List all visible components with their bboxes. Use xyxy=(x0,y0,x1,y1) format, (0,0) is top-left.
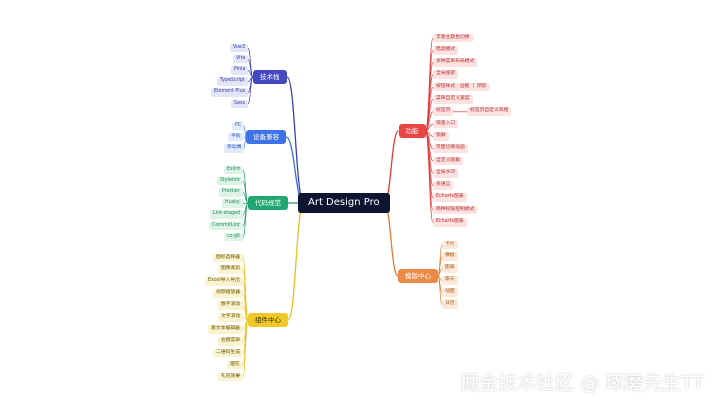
link-leaf-feature xyxy=(425,130,434,223)
leaf-tech[interactable]: Pinia xyxy=(231,65,249,75)
branch-node-lint[interactable]: 代码规范 xyxy=(248,195,288,210)
leaf-comp[interactable]: 右键菜单 xyxy=(218,336,244,346)
leaf-template[interactable]: 卡片 xyxy=(442,240,458,250)
leaf-template[interactable]: 日历 xyxy=(442,300,458,309)
leaf-template[interactable]: 聊天 xyxy=(442,276,458,285)
watermark: 掘金技术社区 @ 琢磨先生TT xyxy=(460,372,704,394)
leaf-comp[interactable]: 文字滚动 xyxy=(218,313,244,322)
leaf-feature[interactable]: 全局搜索 xyxy=(433,70,459,80)
leaf-feature[interactable]: 快速入口 xyxy=(433,119,459,129)
leaf-lint[interactable]: Prettier xyxy=(219,187,243,197)
leaf-template[interactable]: 地图 xyxy=(442,288,458,297)
link-leaf-tech xyxy=(247,76,254,105)
branch-node-tech[interactable]: 技术栈 xyxy=(253,69,287,84)
leaf-feature[interactable]: 标签页 xyxy=(433,107,454,117)
leaf-comp[interactable]: 数字滚动 xyxy=(218,301,244,310)
link-leaf-comp xyxy=(242,319,249,378)
branch-node-device[interactable]: 设备兼容 xyxy=(246,129,286,144)
leaf-lint[interactable]: Stylelint xyxy=(217,176,243,186)
leaf-feature[interactable]: Echarts图表 xyxy=(433,193,467,203)
leaf-feature[interactable]: 自定义圆角 xyxy=(433,156,463,166)
branch-node-comp[interactable]: 组件中心 xyxy=(248,312,288,327)
leaf-lint[interactable]: cz-git xyxy=(224,232,244,242)
link-leaf-template xyxy=(437,275,443,305)
link-leaf-device xyxy=(243,136,247,149)
leaf-comp[interactable]: Excel导入导出 xyxy=(205,277,243,287)
branch-node-feature[interactable]: 功能 xyxy=(398,123,426,138)
leaf-lint[interactable]: Husky xyxy=(222,199,243,208)
sub-leaf-feature[interactable]: 标签页自定义风格 xyxy=(467,107,512,117)
leaf-feature[interactable]: 锁屏 xyxy=(433,131,449,141)
leaf-tech[interactable]: Sass xyxy=(231,99,248,109)
leaf-comp[interactable]: 烟花 xyxy=(227,360,243,370)
leaf-lint[interactable]: CommitLint xyxy=(209,221,243,231)
leaf-feature[interactable]: 多种菜单布局模式 xyxy=(433,58,478,67)
leaf-comp[interactable]: 图像裁剪 xyxy=(218,265,244,275)
leaf-feature[interactable]: 两种权限控制模式 xyxy=(433,205,478,215)
leaf-comp[interactable]: 富文本编辑器 xyxy=(208,324,243,334)
leaf-tech[interactable]: Vite xyxy=(233,54,249,64)
leaf-comp[interactable]: 二维码生成 xyxy=(213,348,243,358)
leaf-feature[interactable]: 页面切换动画 xyxy=(433,144,468,153)
link-leaf-lint xyxy=(242,202,249,238)
root-node[interactable]: Art Design Pro xyxy=(298,193,390,213)
leaf-template[interactable]: 横幅 xyxy=(442,252,458,262)
leaf-feature[interactable]: 按钮样式 · 边框 丨 阴影 xyxy=(433,82,490,92)
leaf-device[interactable]: 移动端 xyxy=(224,143,245,153)
leaf-feature[interactable]: 全局水印 xyxy=(433,168,459,178)
leaf-tech[interactable]: Vue3 xyxy=(230,43,248,53)
leaf-device[interactable]: 平板 xyxy=(228,132,244,142)
leaf-feature[interactable]: Echarts图表 xyxy=(433,218,467,227)
leaf-feature[interactable]: 丰富主题色切换 xyxy=(433,33,473,43)
leaf-tech[interactable]: TypeScript xyxy=(217,77,248,86)
leaf-feature[interactable]: 多语言 xyxy=(433,181,454,190)
branch-node-template[interactable]: 模版中心 xyxy=(398,268,438,283)
leaf-comp[interactable]: 礼花效果 xyxy=(218,372,244,382)
leaf-comp[interactable]: 图标选择器 xyxy=(213,253,243,263)
leaf-feature[interactable]: 菜单自定义宽度 xyxy=(433,95,473,104)
leaf-feature[interactable]: 暗黑模式 xyxy=(433,45,459,55)
leaf-lint[interactable]: Eslint xyxy=(224,165,244,175)
leaf-tech[interactable]: Element Plus xyxy=(211,88,249,98)
leaf-device[interactable]: PC xyxy=(232,121,245,131)
leaf-comp[interactable]: 视频播放器 xyxy=(213,289,243,298)
leaf-lint[interactable]: Lint-staged xyxy=(210,210,244,220)
leaf-template[interactable]: 图表 xyxy=(442,264,458,274)
